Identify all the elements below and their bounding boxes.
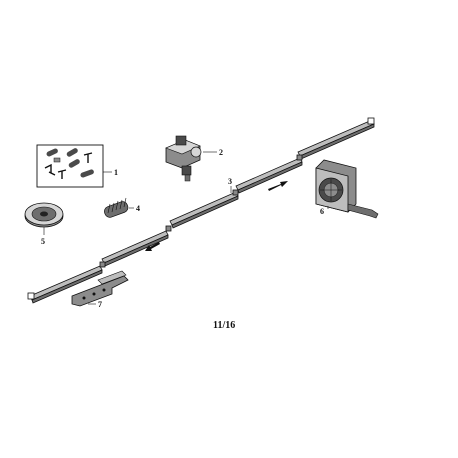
rail-segment-1 (27, 265, 103, 304)
rail-segment-4 (235, 157, 303, 194)
part-2-trolley (165, 135, 202, 182)
rail-segment-3 (169, 191, 239, 229)
part-6-sprocket-cover (315, 159, 379, 219)
rail-assembly (27, 117, 375, 304)
rail-segment-5 (297, 117, 375, 160)
rail-joint (99, 261, 106, 268)
part-4-spring (104, 197, 129, 218)
callout-7: 7 (98, 300, 102, 309)
rail-joint (165, 225, 172, 232)
part-7-door-bracket (71, 270, 129, 307)
callout-4: 4 (136, 204, 140, 213)
callout-5: 5 (41, 237, 45, 246)
part-5-pulley (24, 202, 64, 228)
rail-segment-2 (101, 230, 169, 267)
callout-6: 6 (320, 207, 324, 216)
assembly-arrow-upper (268, 181, 288, 191)
callout-3: 3 (228, 177, 232, 186)
page-number: 11/16 (213, 320, 235, 331)
part-1-hardware-kit (36, 144, 104, 188)
callout-1: 1 (114, 168, 118, 177)
callout-2: 2 (219, 148, 223, 157)
assembly-arrow-lower (145, 242, 160, 251)
rail-joint (296, 154, 303, 161)
rail-joint (232, 189, 239, 196)
